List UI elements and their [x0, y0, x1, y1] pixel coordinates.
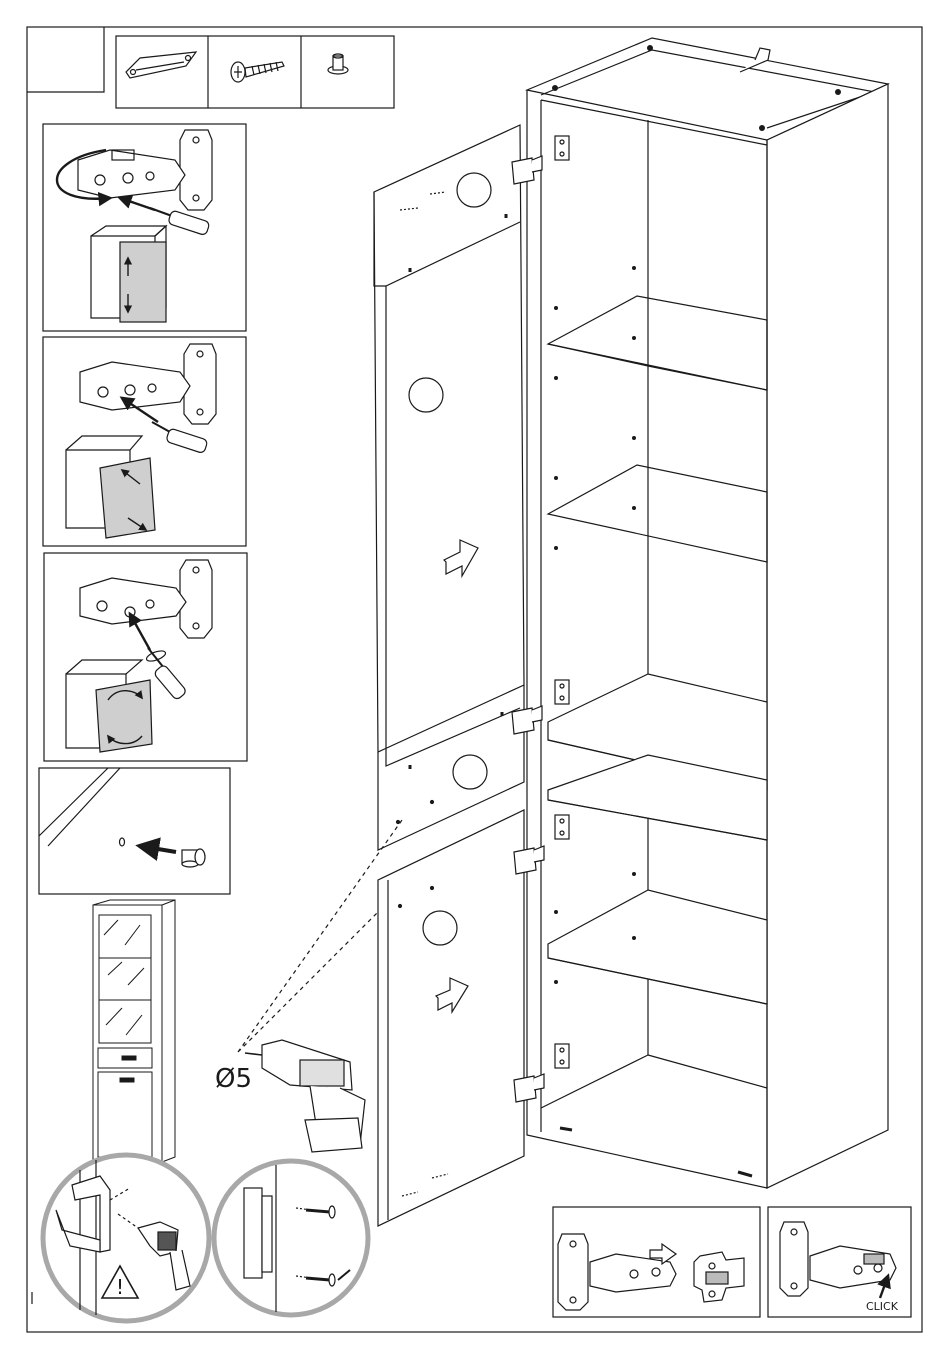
hinge-icon: [780, 1222, 896, 1296]
glass-door: [374, 125, 542, 850]
hinge-icon: [80, 560, 212, 638]
mounting-plate-icon: [694, 1252, 744, 1302]
cabinet-right-side: [767, 84, 888, 1188]
bumper-insert-panel: [39, 768, 230, 894]
drill-callout: Ø5: [215, 820, 402, 1152]
hinge-icon: [558, 1234, 676, 1310]
hinge-adjust-panel-2: [43, 337, 246, 546]
cabinet-overview-thumbnail: [93, 900, 175, 1162]
door-depth-diagram: [66, 436, 155, 538]
hinge-adjust-panel-1: [43, 124, 246, 331]
cabinet-hinge-plate: [555, 680, 569, 704]
main-cabinet: [527, 38, 888, 1188]
door-tilt-diagram: [66, 660, 152, 752]
parts-legend: [116, 36, 394, 108]
cabinet-hinge-plate: [555, 1044, 569, 1068]
hinge-icon: [80, 344, 216, 424]
door-height-diagram: [91, 226, 166, 322]
push-arrow-icon: [120, 198, 155, 210]
drill-icon: [245, 1040, 365, 1152]
lower-door: [378, 810, 544, 1226]
hinge-click-panel: CLICK: [768, 1207, 911, 1317]
screwdriver-icon: [150, 208, 210, 236]
click-label: CLICK: [866, 1300, 899, 1313]
screwdriver-icon: [152, 422, 208, 454]
glass-shelf-2: [548, 465, 767, 562]
screwdriver-icon: [145, 648, 187, 701]
handle-screw-detail-circle: [214, 1161, 368, 1315]
insert-arrow-icon: [140, 846, 176, 852]
door-hinge: [512, 706, 542, 734]
plug-part-icon: [328, 54, 348, 74]
cabinet-hinge-plate: [555, 136, 569, 160]
step-number-box: [27, 27, 104, 92]
drill-diameter-label: Ø5: [215, 1064, 252, 1094]
glass-shelf-1: [548, 296, 767, 390]
handle-part-icon: [126, 52, 196, 78]
drill-detail-circle: !: [43, 1155, 209, 1321]
cabinet-hinge-plate: [555, 815, 569, 839]
plug-icon: [182, 849, 205, 867]
wood-shelf-3: [548, 890, 767, 1004]
hinge-attach-panel: [553, 1207, 760, 1317]
warning-text: !: [116, 1275, 124, 1299]
hinge-adjust-panel-3: [44, 553, 247, 761]
screw-part-icon: [231, 62, 284, 82]
